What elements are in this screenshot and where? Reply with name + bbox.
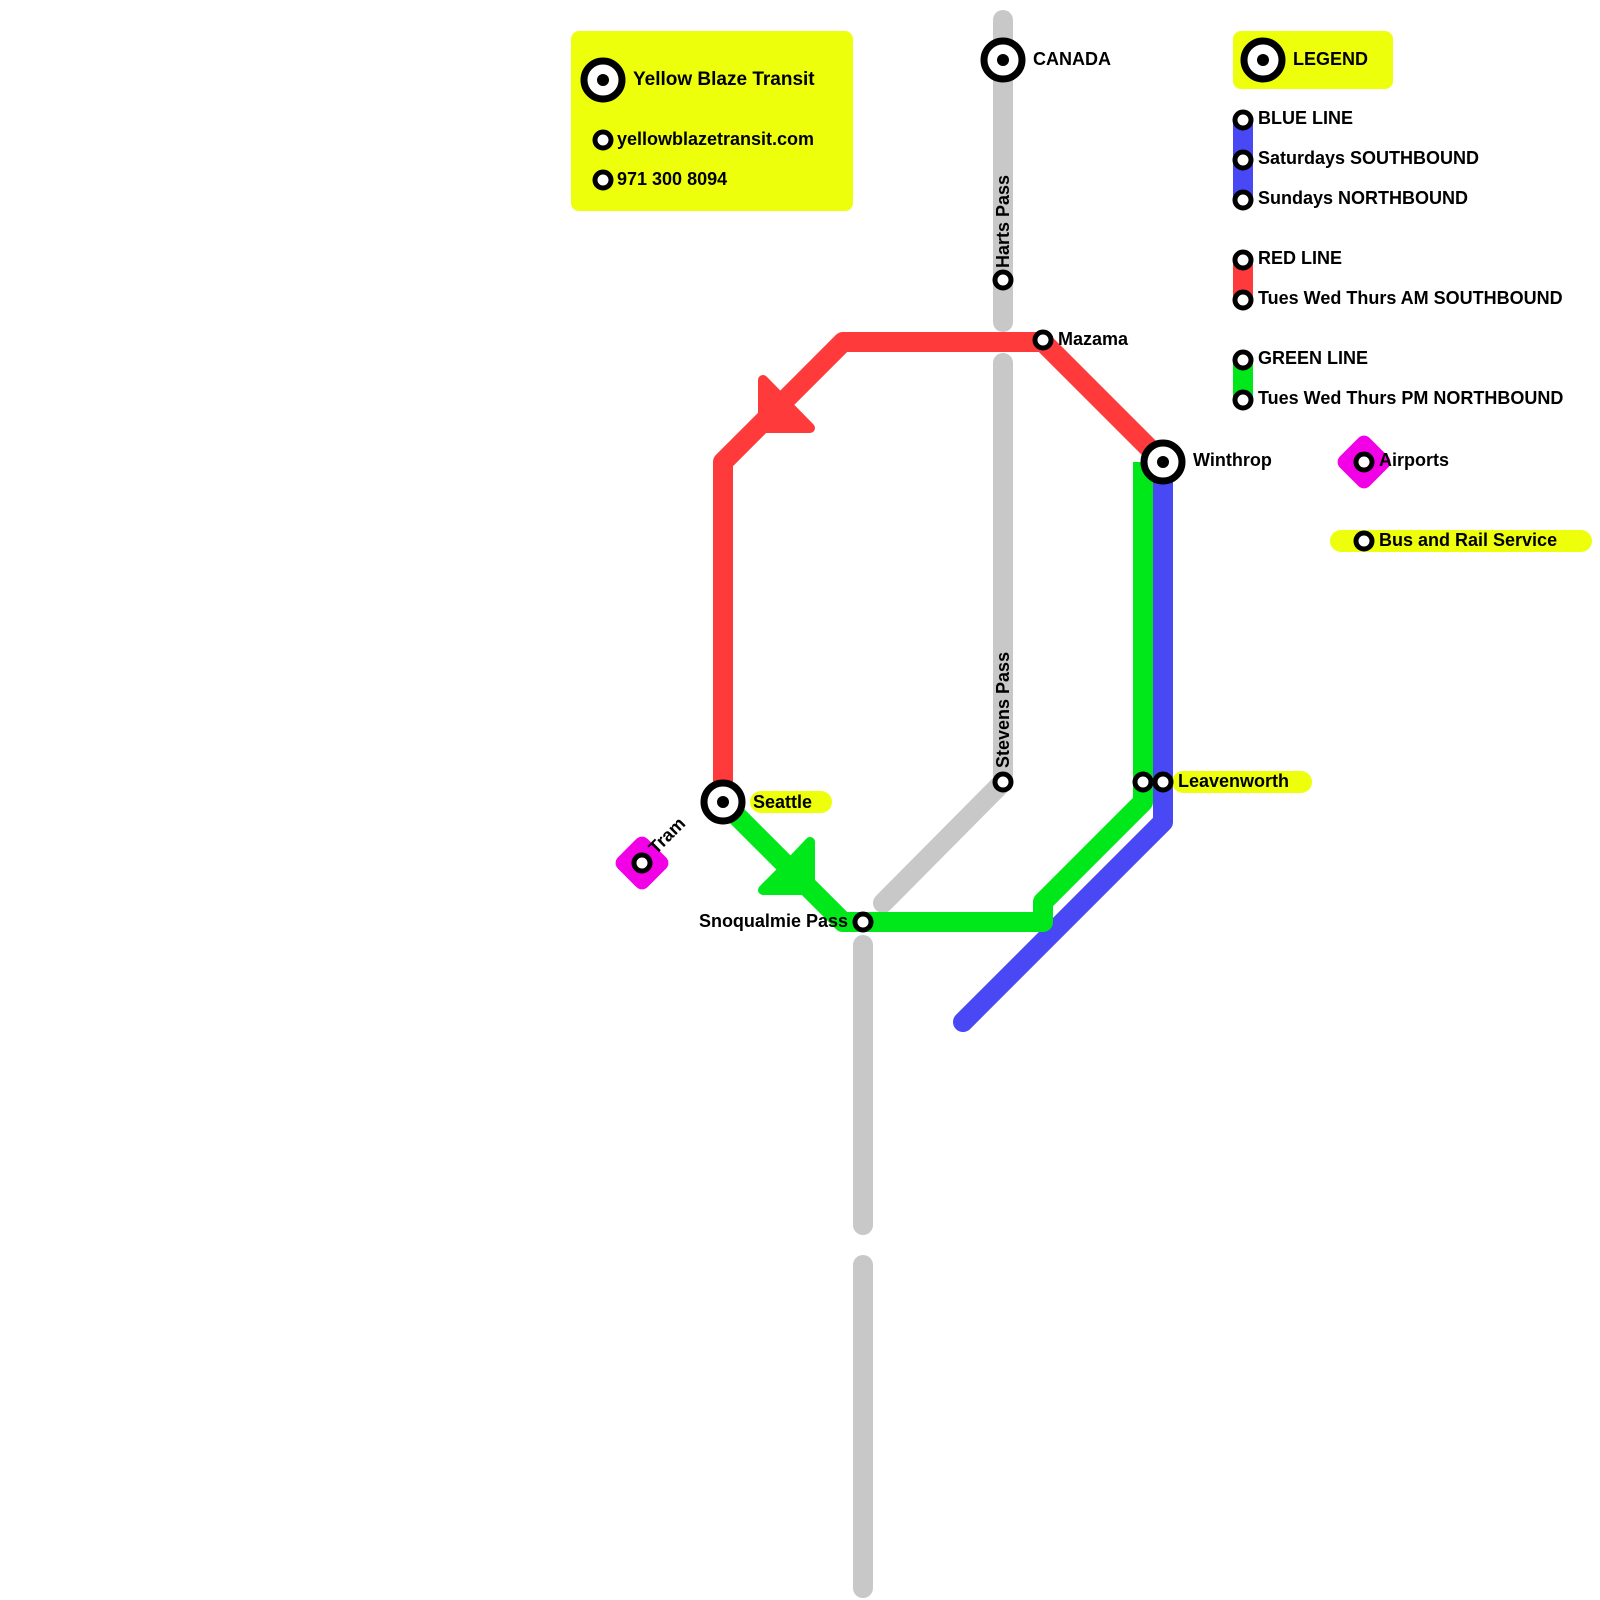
legend: LEGEND BLUE LINE Saturdays SOUTHBOUND Su… bbox=[1232, 31, 1592, 552]
station-canada[interactable]: CANADA bbox=[980, 37, 1111, 83]
red-direction-arrow-icon bbox=[758, 375, 815, 433]
station-winthrop[interactable]: Winthrop bbox=[1140, 439, 1272, 485]
svg-text:Leavenworth: Leavenworth bbox=[1178, 771, 1289, 791]
station-seattle[interactable]: Seattle bbox=[700, 779, 832, 825]
svg-text:CANADA: CANADA bbox=[1033, 49, 1111, 69]
grey-line-diagonal bbox=[873, 772, 1013, 913]
legend-green-schedule: Tues Wed Thurs PM NORTHBOUND bbox=[1258, 388, 1563, 408]
legend-title: LEGEND bbox=[1293, 49, 1368, 69]
legend-red-schedule: Tues Wed Thurs AM SOUTHBOUND bbox=[1258, 288, 1563, 308]
legend-green-swatch bbox=[1233, 360, 1253, 400]
legend-blue-sun: Sundays NORTHBOUND bbox=[1258, 188, 1468, 208]
station-harts-pass[interactable]: Harts Pass bbox=[992, 175, 1014, 291]
green-direction-arrow-icon bbox=[758, 837, 815, 895]
svg-text:Mazama: Mazama bbox=[1058, 329, 1129, 349]
station-icon bbox=[592, 129, 614, 151]
station-mazama[interactable]: Mazama bbox=[1032, 329, 1129, 351]
legend-red-label: RED LINE bbox=[1258, 248, 1342, 268]
svg-text:Snoqualmie Pass: Snoqualmie Pass bbox=[699, 911, 848, 931]
blue-line bbox=[953, 452, 1173, 1032]
info-website[interactable]: yellowblazetransit.com bbox=[617, 129, 814, 149]
svg-text:Tram: Tram bbox=[645, 813, 690, 858]
green-line bbox=[715, 462, 1153, 932]
svg-text:Winthrop: Winthrop bbox=[1193, 450, 1272, 470]
legend-bus-rail: Bus and Rail Service bbox=[1379, 530, 1557, 550]
station-stevens-pass[interactable]: Stevens Pass bbox=[992, 652, 1014, 793]
bus-rail-highlight bbox=[1330, 530, 1592, 552]
station-leavenworth[interactable]: Leavenworth bbox=[1132, 771, 1312, 793]
legend-red-swatch bbox=[1233, 260, 1253, 300]
info-title: Yellow Blaze Transit bbox=[633, 69, 815, 90]
station-tram[interactable]: Tram bbox=[612, 813, 689, 892]
legend-green-label: GREEN LINE bbox=[1258, 348, 1368, 368]
bus-rail-highlight bbox=[1172, 771, 1312, 793]
bus-rail-highlight bbox=[750, 791, 832, 813]
legend-airports: Airports bbox=[1379, 450, 1449, 470]
info-box bbox=[571, 31, 853, 211]
interchange-icon-core bbox=[597, 74, 609, 86]
svg-text:Seattle: Seattle bbox=[753, 792, 812, 812]
station-snoqualmie-pass[interactable]: Snoqualmie Pass bbox=[699, 911, 874, 933]
svg-text:Harts Pass: Harts Pass bbox=[993, 175, 1013, 268]
info-phone[interactable]: 971 300 8094 bbox=[617, 169, 727, 189]
legend-blue-label: BLUE LINE bbox=[1258, 108, 1353, 128]
red-line bbox=[713, 332, 1171, 802]
svg-text:Stevens Pass: Stevens Pass bbox=[993, 652, 1013, 768]
station-icon bbox=[592, 169, 614, 191]
legend-blue-sat: Saturdays SOUTHBOUND bbox=[1258, 148, 1479, 168]
